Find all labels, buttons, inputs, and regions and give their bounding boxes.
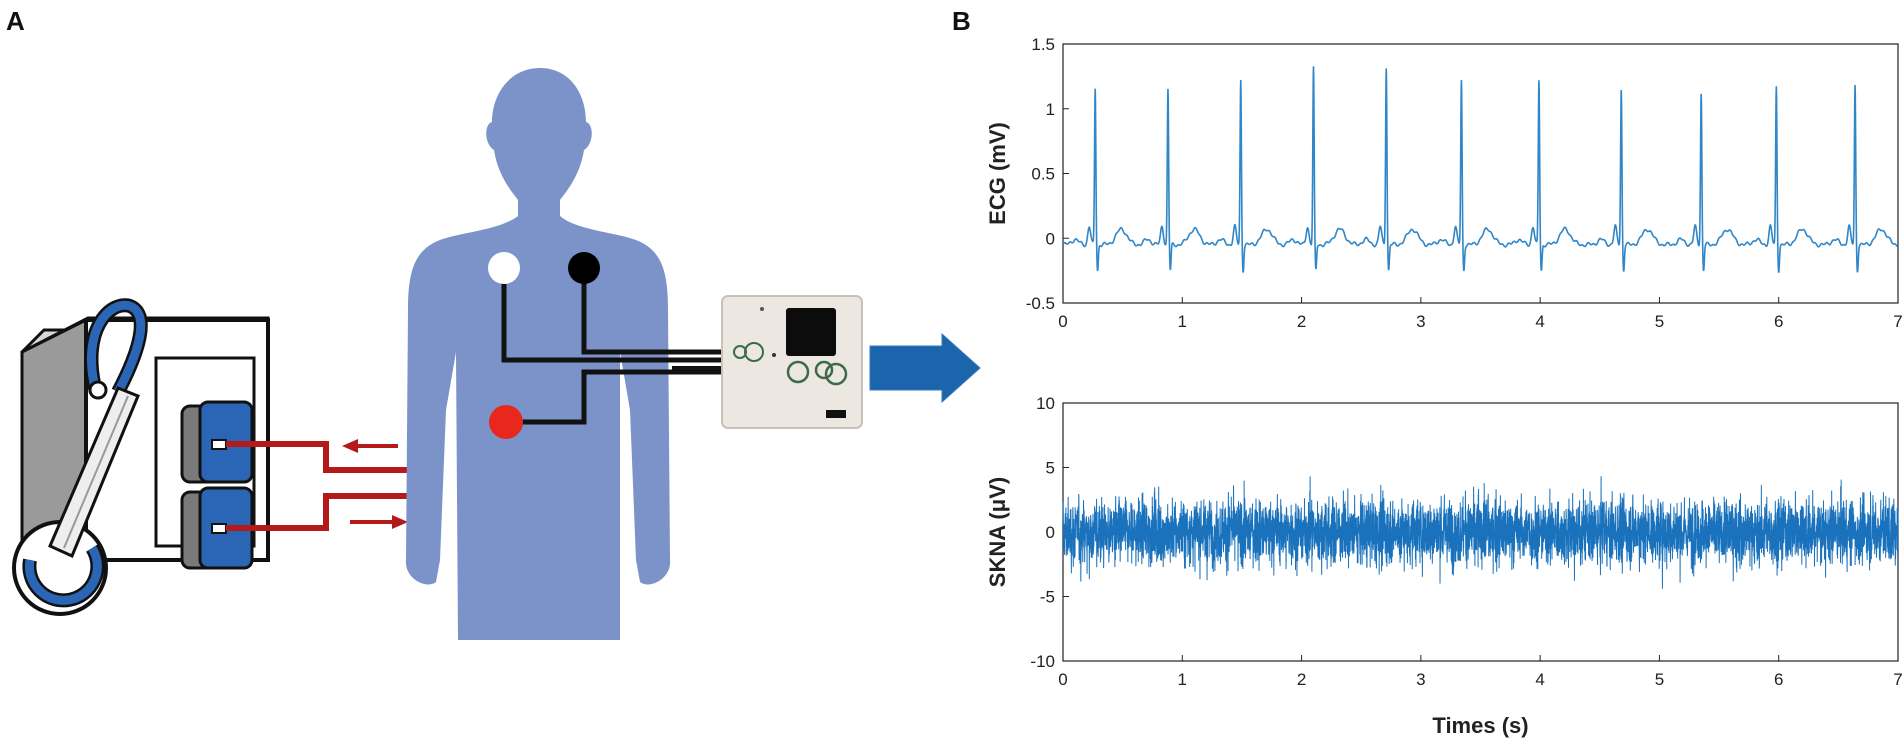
skna-x-tick-label: 1: [1178, 670, 1187, 689]
skna-y-tick-label: -10: [1030, 652, 1055, 671]
ecg-x-tick-label: 1: [1178, 312, 1187, 331]
ecg-x-tick-label: 2: [1297, 312, 1306, 331]
ecg-y-tick-label: 0.5: [1031, 165, 1055, 184]
panel-b-label: B: [952, 6, 971, 36]
skna-y-tick-label: 10: [1036, 394, 1055, 413]
skna-x-tick-label: 0: [1058, 670, 1067, 689]
ecg-leads: [501, 268, 726, 425]
skna-x-tick-label: 6: [1774, 670, 1783, 689]
arrow-right-icon: [350, 515, 408, 529]
skna-x-tick-label: 2: [1297, 670, 1306, 689]
ecg-y-tick-label: 0: [1046, 229, 1055, 248]
skna-x-tick-label: 7: [1893, 670, 1902, 689]
ecg-plot-frame: [1062, 43, 1899, 304]
recorder-port: [826, 410, 846, 418]
skna-series-line: [1062, 476, 1899, 589]
ecg-series-line: [1062, 66, 1899, 273]
recorder-screen: [786, 308, 836, 356]
ecg-y-tick-label: 1: [1046, 100, 1055, 119]
skna-chart: SKNA (μV) Times (s) 0 1 2 3 4 5 6 7 -10 -5 0 5 10: [985, 394, 1902, 738]
stimulator-device: [12, 298, 270, 616]
ecg-x-tick-label: 3: [1416, 312, 1425, 331]
skna-x-tick-label: 3: [1416, 670, 1425, 689]
electrode-black: [568, 252, 600, 284]
human-silhouette: [405, 68, 671, 640]
x-axis-label: Times (s): [1432, 713, 1528, 738]
ecg-x-tick-label: 4: [1535, 312, 1544, 331]
recorder-device: [721, 295, 863, 429]
skna-y-axis-label: SKNA (μV): [985, 477, 1010, 587]
ecg-x-tick-label: 7: [1893, 312, 1902, 331]
ecg-y-axis-label: ECG (mV): [985, 122, 1010, 225]
electrode-white: [488, 252, 520, 284]
ecg-x-tick-label: 5: [1655, 312, 1664, 331]
skna-y-tick-label: 0: [1046, 523, 1055, 542]
lead-wire-extension: [672, 350, 726, 370]
skna-y-tick-label: -5: [1040, 588, 1055, 607]
ecg-x-tick-label: 0: [1058, 312, 1067, 331]
right-arrow: [869, 332, 981, 404]
skna-x-tick-label: 4: [1535, 670, 1544, 689]
skna-y-tick-label: 5: [1046, 459, 1055, 478]
skna-x-tick-label: 5: [1655, 670, 1664, 689]
ecg-y-tick-label: 1.5: [1031, 35, 1055, 54]
electrode-red: [489, 405, 523, 439]
ecg-y-tick-label: -0.5: [1026, 294, 1055, 313]
panel-a-label: A: [6, 6, 25, 36]
arrow-left-icon: [342, 439, 398, 453]
ecg-x-tick-label: 6: [1774, 312, 1783, 331]
stimulator-cables: [226, 439, 422, 531]
probe-handle: [12, 298, 148, 616]
